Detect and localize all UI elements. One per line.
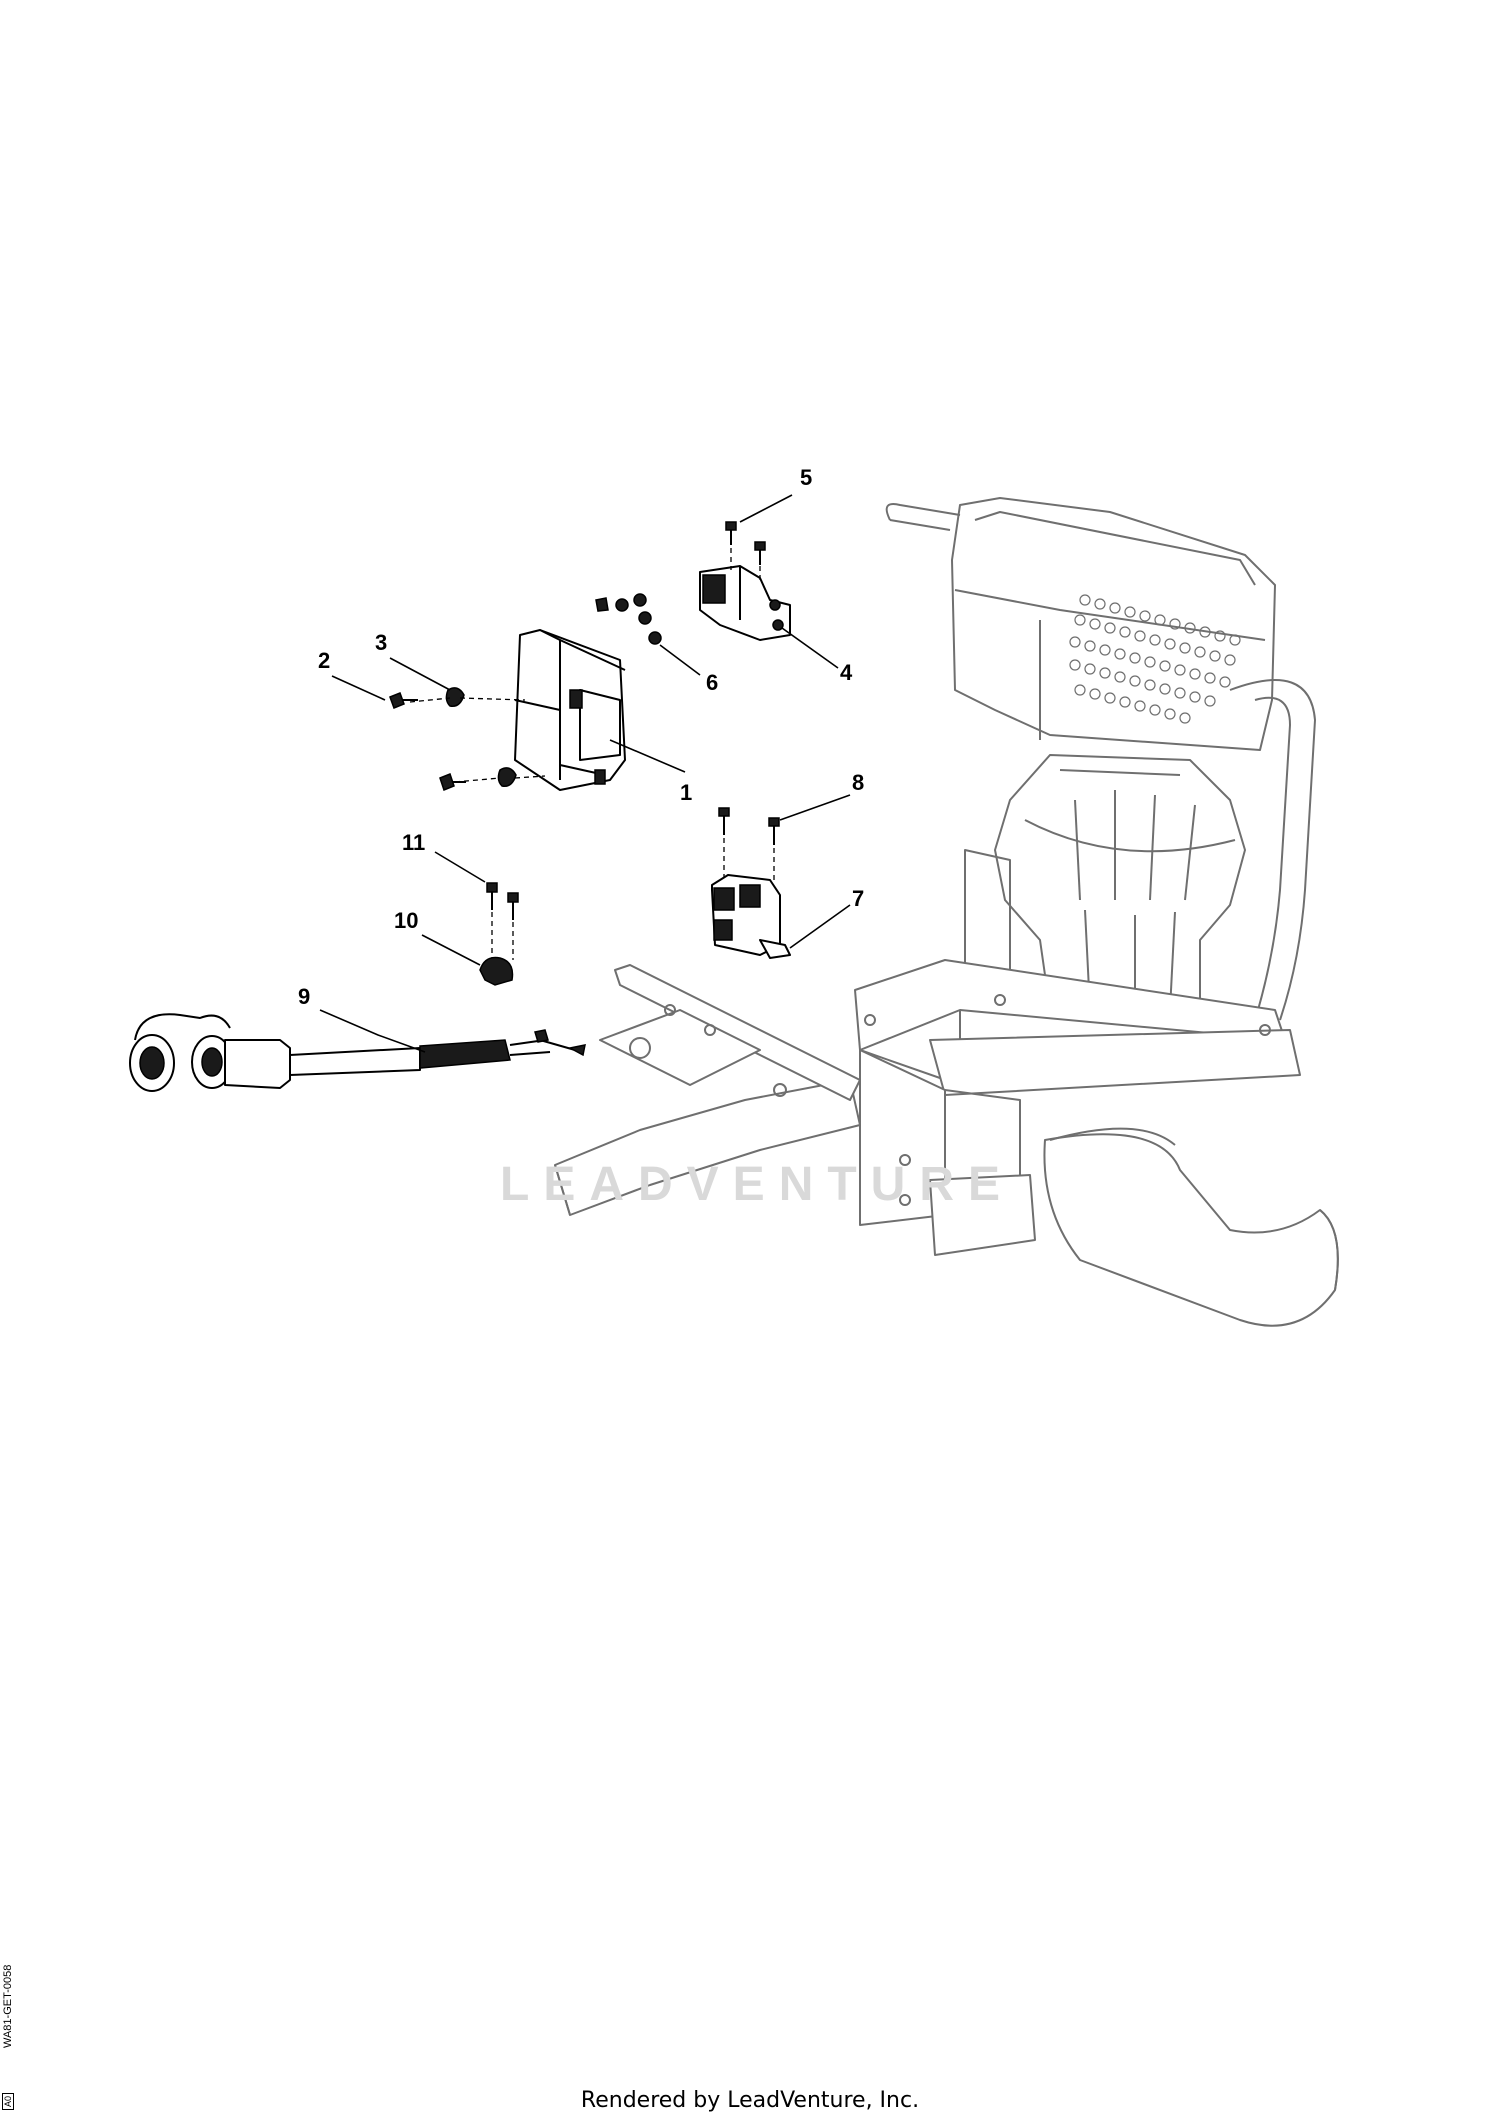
callout-6: 6	[706, 670, 718, 695]
callout-7: 7	[852, 886, 864, 911]
callout-5: 5	[800, 465, 812, 490]
callout-8: 8	[852, 770, 864, 795]
part-8-screw	[718, 807, 780, 845]
watermark-text: LEADVENTURE	[500, 1158, 1014, 1211]
part-4-relay	[699, 565, 791, 641]
grille-pattern	[1069, 594, 1241, 724]
callout-1: 1	[680, 780, 692, 805]
part-3-grommet	[445, 687, 517, 788]
part-6-nut	[595, 593, 662, 645]
part-7-solenoid	[711, 874, 791, 959]
callout-9: 9	[298, 984, 310, 1009]
part-5-screw	[725, 521, 766, 565]
footer-credit: Rendered by LeadVenture, Inc.	[580, 2088, 920, 2113]
callout-10: 10	[394, 908, 418, 933]
part-1-control-box	[514, 629, 626, 791]
part-2-bolt	[389, 692, 466, 791]
leader-lines	[319, 494, 851, 1053]
part-9-cable-harness	[129, 1013, 586, 1092]
machine-ghost-outline	[554, 497, 1339, 1327]
callout-3: 3	[375, 630, 387, 655]
callout-2: 2	[318, 648, 330, 673]
document-id: WA81-GET-0058	[2, 1964, 14, 2048]
part-11-screw	[486, 882, 519, 920]
callout-11: 11	[402, 830, 425, 855]
part-10-clamp	[479, 956, 514, 986]
callout-4: 4	[840, 660, 853, 685]
